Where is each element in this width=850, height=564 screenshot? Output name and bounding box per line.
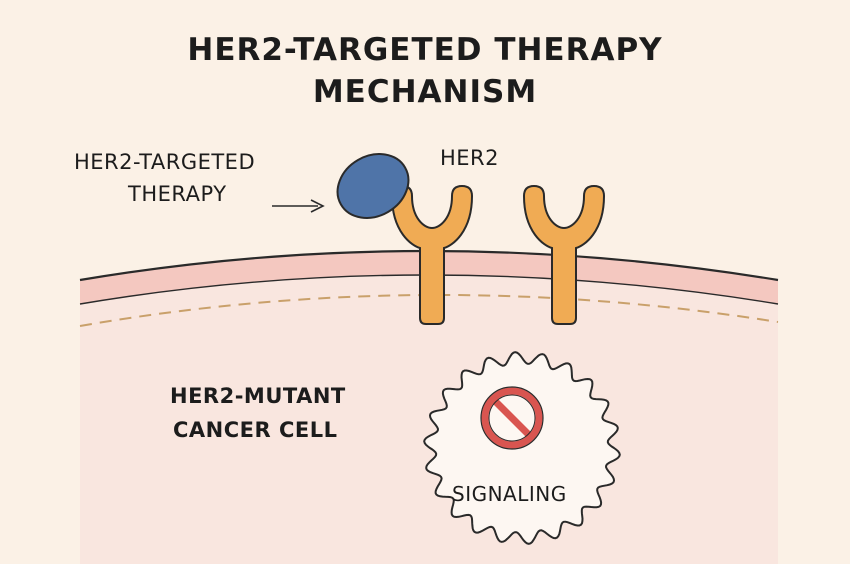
therapy-label-line-2: THERAPY (128, 182, 227, 206)
cell-label-line-2: CANCER CELL (173, 418, 338, 442)
her2-label: HER2 (440, 146, 500, 170)
therapy-arrow (272, 199, 325, 213)
signaling-burst (423, 351, 621, 545)
cell-label-line-1: HER2-MUTANT (170, 384, 346, 408)
her2-receptor-right (522, 184, 606, 325)
signaling-label: SIGNALING (452, 482, 567, 506)
title-line-1: HER2-TARGETED THERAPY (187, 32, 663, 68)
title-line-2: MECHANISM (312, 74, 538, 110)
prohibition-icon (480, 386, 544, 450)
her2-targeted-therapy-blob (336, 153, 410, 219)
cell-interior (80, 270, 778, 564)
her2-receptor-left (390, 184, 474, 325)
cell-membrane (80, 251, 778, 304)
therapy-label-line-1: HER2-TARGETED (74, 150, 256, 174)
